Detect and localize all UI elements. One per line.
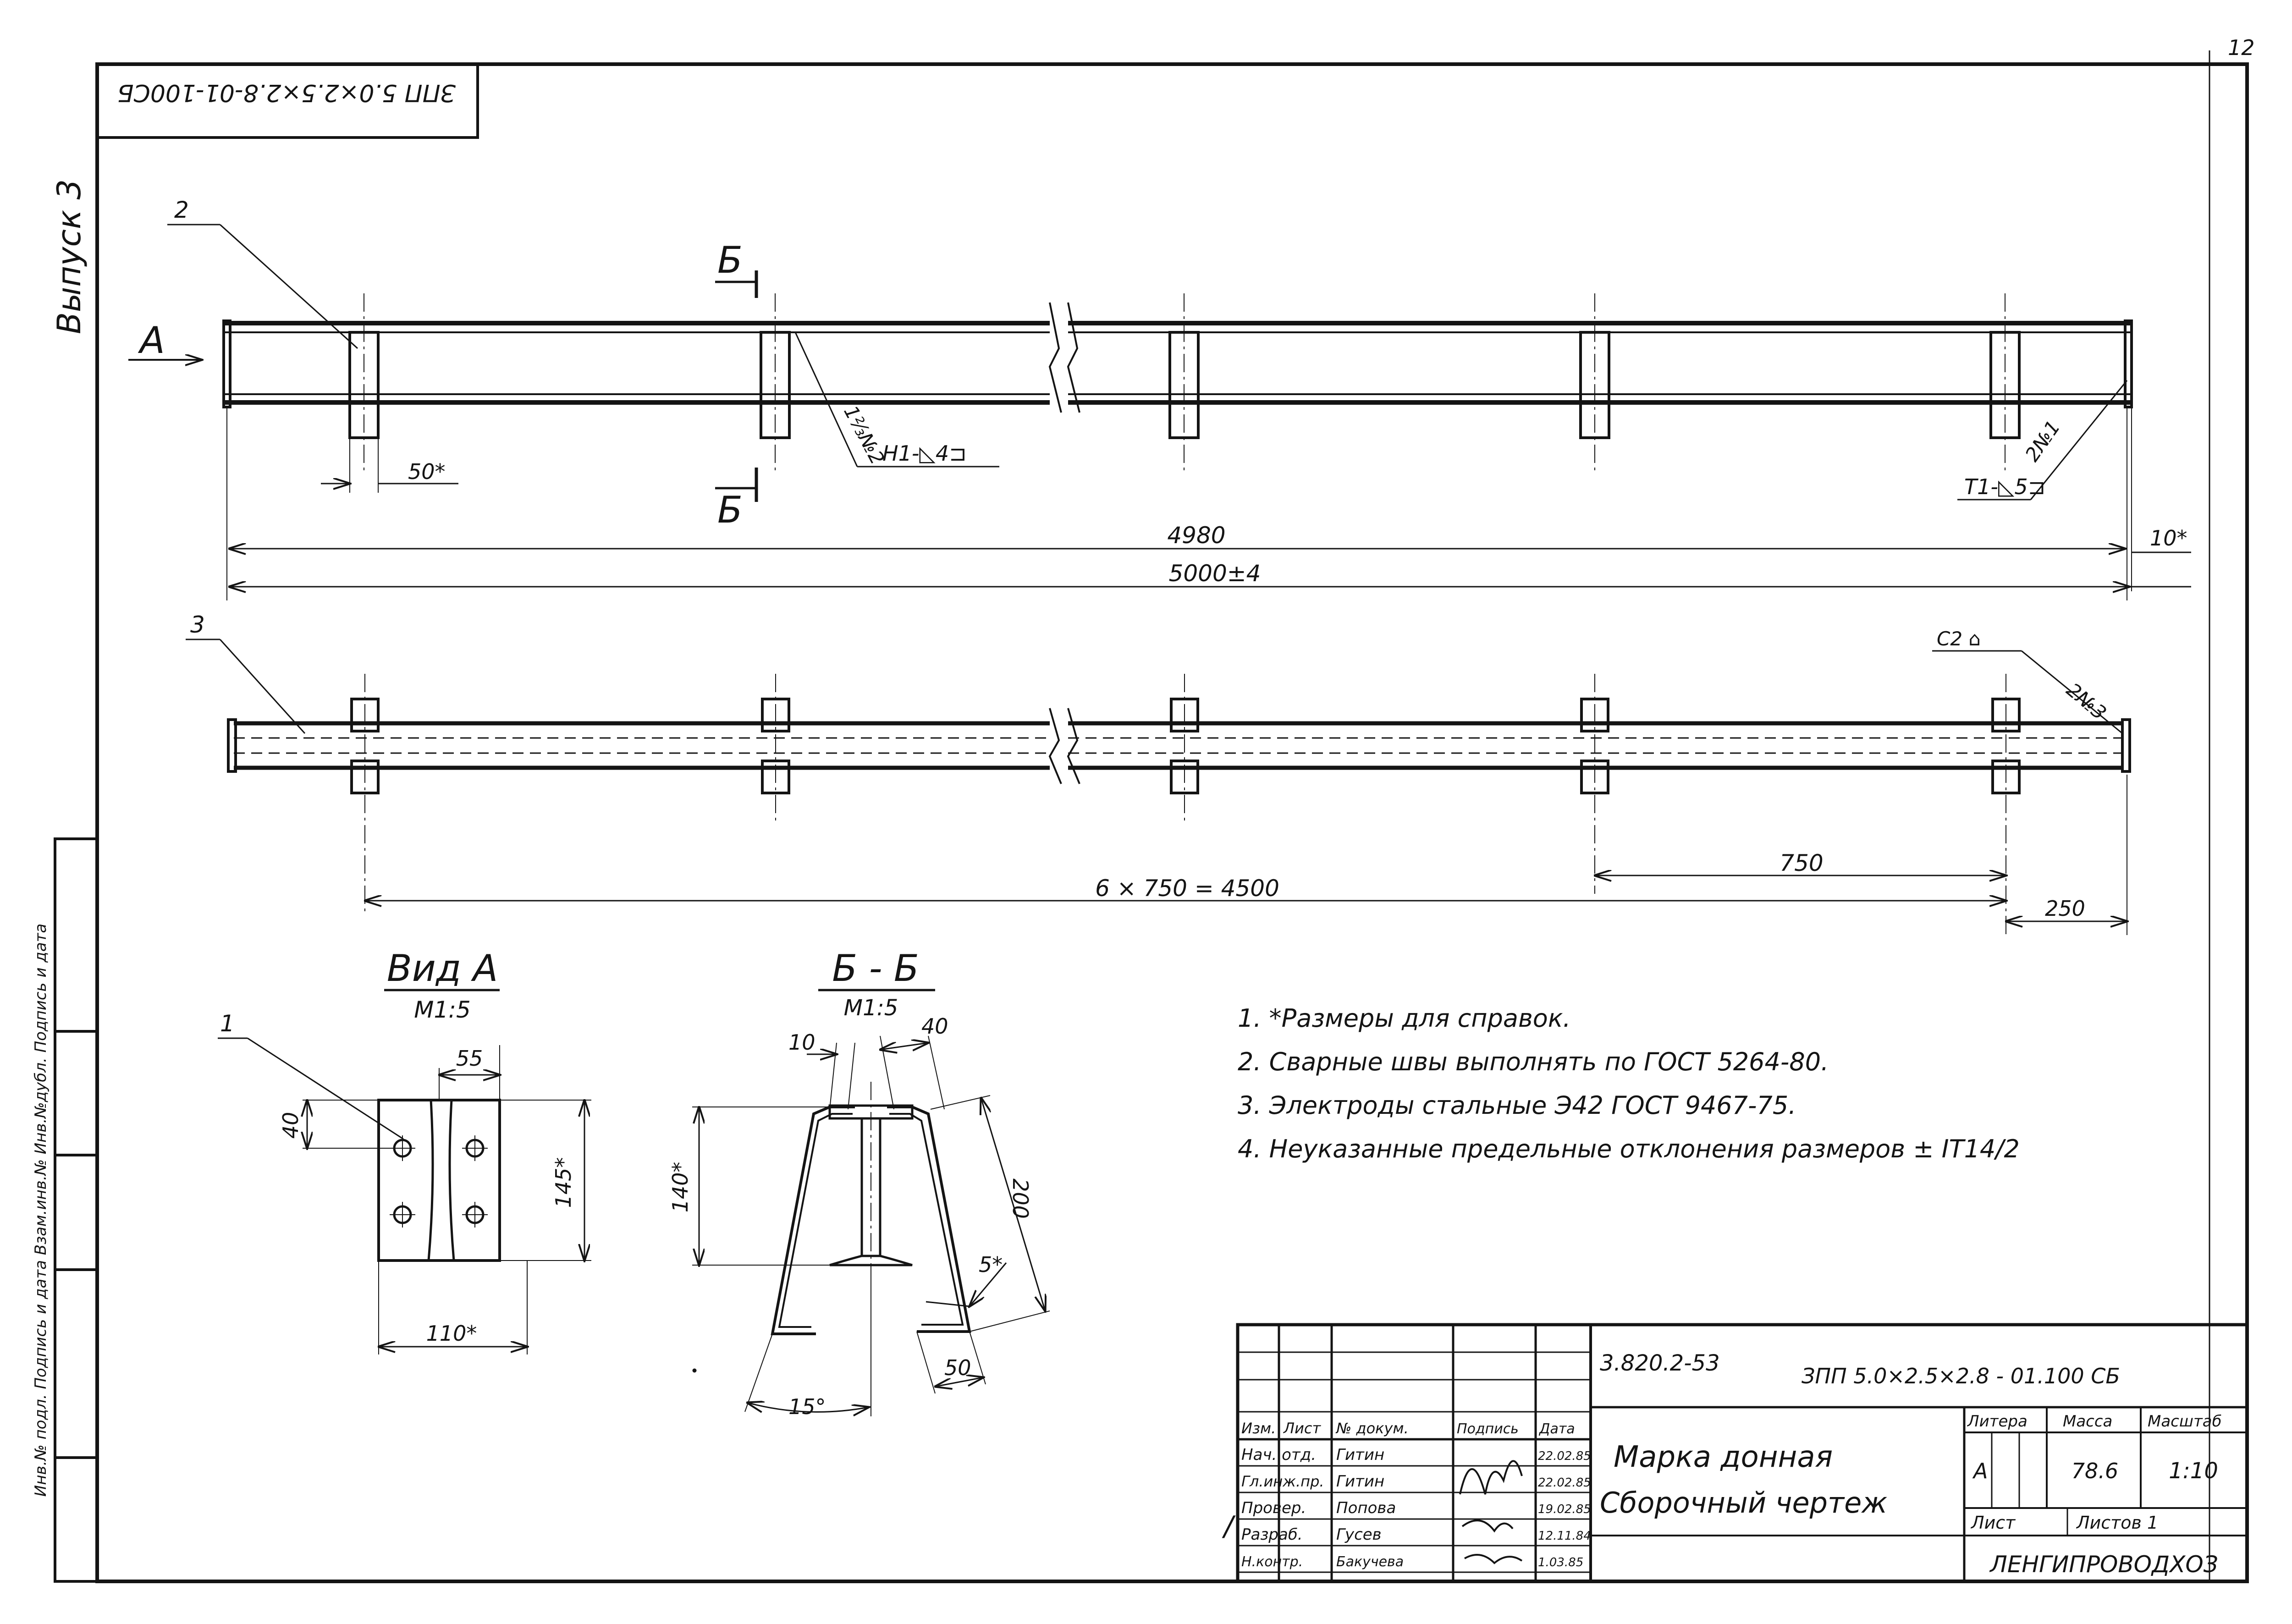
dim-10: 10* <box>2150 526 2187 551</box>
view-a-dim-110: 110* <box>426 1321 477 1346</box>
section-bb-dim-40: 40 <box>921 1014 948 1039</box>
signature-marks <box>1459 1460 1523 1564</box>
row-date-5: 1.03.85 <box>1538 1556 1583 1569</box>
section-mark-upper: Б <box>717 239 743 281</box>
row-role-5: Н.контр. <box>1241 1554 1303 1570</box>
section-bb <box>692 989 1050 1416</box>
header-date: Дата <box>1538 1421 1575 1437</box>
organization-name: ЛЕНГИПРОВОДХОЗ <box>1989 1551 2218 1578</box>
series-label: Выпуск 3 <box>50 179 88 334</box>
header-izm: Изм. <box>1241 1420 1276 1437</box>
sheet-frame: 12 ЗПП 5.0×2.5×2.8-01-100СБ Выпуск 3 Инв… <box>32 35 2255 1583</box>
dim-50-top: 50* <box>408 459 446 484</box>
section-bb-title: Б - Б <box>832 947 919 990</box>
header-sign: Подпись <box>1457 1421 1519 1437</box>
row-name-5: Бакучева <box>1336 1554 1404 1570</box>
view-a-dim-145: 145* <box>551 1157 576 1208</box>
weld-symbol-h1: Н1-◺4⊐ <box>882 441 967 466</box>
section-bb-dim-140: 140* <box>668 1162 693 1213</box>
view-a-title: Вид А <box>387 947 498 990</box>
header-mass: Масса <box>2063 1412 2112 1431</box>
view-a-scale: М1:5 <box>414 996 471 1023</box>
weld-symbol-c2: С2 ⌂ <box>1937 628 1981 650</box>
row-role-4: Разраб. <box>1241 1525 1303 1544</box>
title-block-text: 3.820.2-53 ЗПП 5.0×2.5×2.8 - 01.100 СБ М… <box>1222 1350 2222 1578</box>
weld-symbol-2n1: 2№1 <box>2021 416 2065 466</box>
section-mark-lower: Б <box>717 489 743 531</box>
row-name-3: Попова <box>1336 1499 1396 1517</box>
title-block <box>1236 1323 2249 1583</box>
section-bb-dim-50: 50 <box>944 1355 971 1380</box>
header-ndoc: № докум. <box>1335 1420 1409 1437</box>
mass-value: 78.6 <box>2072 1459 2118 1483</box>
sheet-label: Лист <box>1970 1513 2016 1533</box>
rotated-doc-code: ЗПП 5.0×2.5×2.8-01-100СБ <box>117 79 456 106</box>
row-name-4: Гусев <box>1336 1525 1382 1544</box>
row-role-1: Нач. отд. <box>1241 1446 1316 1464</box>
side-stamp-text: Инв.№ подл. Подпись и дата Взам.инв.№ Ин… <box>32 924 50 1497</box>
sheets-label: Листов 1 <box>2076 1513 2158 1533</box>
row-role-3: Провер. <box>1241 1499 1306 1517</box>
section-bb-dim-10: 10 <box>788 1030 815 1055</box>
dim-4500: 6 × 750 = 4500 <box>1095 875 1279 902</box>
side-stamp: Инв.№ подл. Подпись и дата Взам.инв.№ Ин… <box>32 837 99 1583</box>
row-date-4: 12.11.84 <box>1538 1529 1591 1543</box>
note-2: 2. Сварные швы выполнять по ГОСТ 5264-80… <box>1238 1047 1829 1076</box>
dim-4980: 4980 <box>1167 522 1225 549</box>
top-callout-part-2: 2 <box>174 197 189 223</box>
row-role-2: Гл.инж.пр. <box>1241 1473 1324 1490</box>
bottom-callout-part-3: 3 <box>190 611 205 638</box>
revision-tick: / <box>1222 1510 1236 1542</box>
scale-value: 1:10 <box>2169 1458 2218 1484</box>
bottom-view <box>186 639 2131 935</box>
note-3: 3. Электроды стальные Э42 ГОСТ 9467-75. <box>1238 1091 1796 1120</box>
notes-block: 1. *Размеры для справок. 2. Сварные швы … <box>1238 1004 2020 1163</box>
section-bb-dim-5: 5* <box>979 1252 1003 1277</box>
view-a <box>218 989 591 1354</box>
header-scale: Масштаб <box>2148 1412 2222 1431</box>
view-a-callout-part-1: 1 <box>220 1010 235 1037</box>
note-4: 4. Неуказанные предельные отклонения раз… <box>1238 1134 2020 1163</box>
row-date-2: 22.02.85 <box>1538 1476 1591 1490</box>
section-bb-dim-200: 200 <box>1008 1178 1033 1219</box>
header-litera: Литера <box>1967 1412 2028 1431</box>
section-bb-angle-15: 15° <box>788 1394 826 1419</box>
weld-symbol-t1: Т1-◺5⊐ <box>1964 474 2045 499</box>
view-a-dim-55: 55 <box>456 1046 483 1071</box>
top-view <box>128 224 2191 600</box>
dim-250: 250 <box>2045 896 2085 921</box>
weld-symbol-2: 1⅔№2 <box>839 402 889 468</box>
row-name-1: Гитин <box>1336 1446 1384 1464</box>
dim-750: 750 <box>1780 850 1823 876</box>
view-a-dim-40: 40 <box>278 1112 303 1139</box>
row-date-3: 19.02.85 <box>1538 1503 1591 1516</box>
view-a-arrow-label: А <box>138 319 165 362</box>
dim-5000: 5000±4 <box>1169 560 1261 587</box>
doc-code: ЗПП 5.0×2.5×2.8 - 01.100 СБ <box>1802 1364 2120 1388</box>
doc-series: 3.820.2-53 <box>1600 1350 1720 1376</box>
note-1: 1. *Размеры для справок. <box>1238 1004 1571 1033</box>
row-name-2: Гитин <box>1336 1472 1384 1491</box>
page-number: 12 <box>2228 35 2255 60</box>
title-line-2: Сборочный чертеж <box>1600 1486 1887 1519</box>
header-list: Лист <box>1283 1420 1321 1437</box>
row-date-1: 22.02.85 <box>1538 1449 1591 1463</box>
title-line-1: Марка донная <box>1614 1440 1833 1474</box>
litera-value: А <box>1972 1459 1988 1483</box>
section-bb-scale: М1:5 <box>844 995 898 1021</box>
